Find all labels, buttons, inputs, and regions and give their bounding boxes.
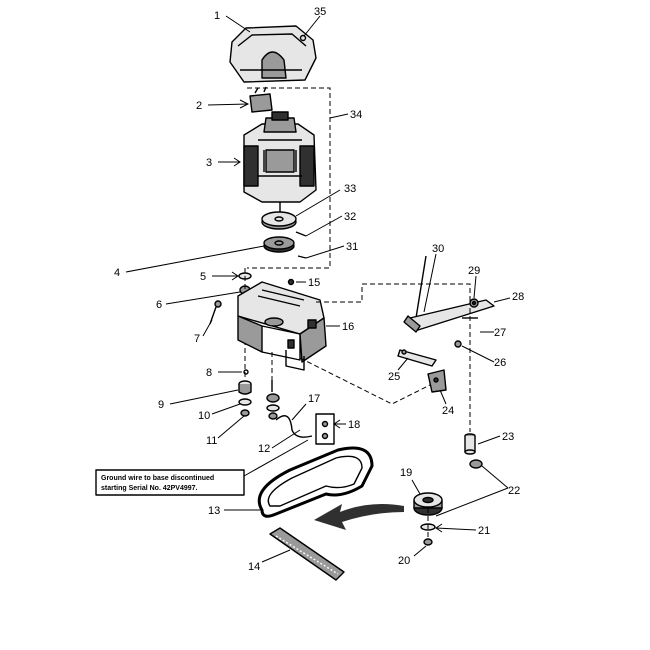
callout-15: 15 xyxy=(308,277,320,289)
ground-wire xyxy=(275,415,313,438)
callout-10: 10 xyxy=(198,410,210,422)
callout-17: 17 xyxy=(308,393,320,405)
callout-9: 9 xyxy=(158,399,164,411)
callout-7: 7 xyxy=(194,333,200,345)
note-line-2: starting Serial No. 42PV4997. xyxy=(101,485,198,492)
callout-29: 29 xyxy=(468,265,480,277)
set-screw xyxy=(295,231,307,237)
callout-30: 30 xyxy=(432,243,444,255)
drive-pulley xyxy=(263,236,295,253)
idler-rod xyxy=(415,255,427,319)
note-line-1: Ground wire to base discontinued xyxy=(101,475,214,482)
callout-32: 32 xyxy=(344,211,356,223)
callout-2: 2 xyxy=(196,100,202,112)
ball xyxy=(243,369,249,375)
mount-plate xyxy=(427,369,447,393)
callout-11: 11 xyxy=(206,435,217,447)
nut xyxy=(240,409,250,417)
capacitor-clip xyxy=(249,86,273,113)
screw-26 xyxy=(454,340,462,348)
drive-belt xyxy=(257,446,374,518)
callout-14: 14 xyxy=(248,561,260,573)
callout-12: 12 xyxy=(258,443,270,455)
callout-16: 16 xyxy=(342,321,354,333)
idler-post xyxy=(464,433,476,455)
callout-34: 34 xyxy=(350,109,362,121)
callout-27: 27 xyxy=(494,327,506,339)
callout-1: 1 xyxy=(214,10,220,22)
washer-lower xyxy=(238,398,252,406)
callout-20: 20 xyxy=(398,555,410,567)
callout-26: 26 xyxy=(494,357,506,369)
callout-3: 3 xyxy=(206,157,212,169)
direction-arrow xyxy=(314,504,404,530)
callout-5: 5 xyxy=(200,271,206,283)
callout-8: 8 xyxy=(206,367,212,379)
motor-group-bracket xyxy=(247,87,331,269)
motor-mount-bracket xyxy=(237,281,327,371)
callout-13: 13 xyxy=(208,505,220,517)
callout-22: 22 xyxy=(508,485,520,497)
bushing xyxy=(238,380,252,395)
callout-18: 18 xyxy=(348,419,360,431)
nut-20 xyxy=(423,538,433,546)
chain-belt xyxy=(269,527,345,581)
bracket-arm xyxy=(397,349,437,367)
callout-24: 24 xyxy=(442,405,454,417)
callout-28: 28 xyxy=(512,291,524,303)
callout-4: 4 xyxy=(114,267,120,279)
nut-29 xyxy=(469,298,479,308)
callout-19: 19 xyxy=(400,467,412,479)
motor xyxy=(243,111,317,212)
callout-35: 35 xyxy=(314,6,326,18)
screw xyxy=(287,278,295,286)
callout-33: 33 xyxy=(344,183,356,195)
ground-clip xyxy=(315,413,335,445)
callout-31: 31 xyxy=(346,241,358,253)
motor-cover xyxy=(229,25,317,83)
callout-6: 6 xyxy=(156,299,162,311)
callout-21: 21 xyxy=(478,525,490,537)
motor-pulley xyxy=(261,211,297,230)
callout-25: 25 xyxy=(388,371,400,383)
ground-wire-note: Ground wire to base discontinued startin… xyxy=(95,469,245,496)
washer-22 xyxy=(469,459,483,469)
callout-23: 23 xyxy=(502,431,514,443)
